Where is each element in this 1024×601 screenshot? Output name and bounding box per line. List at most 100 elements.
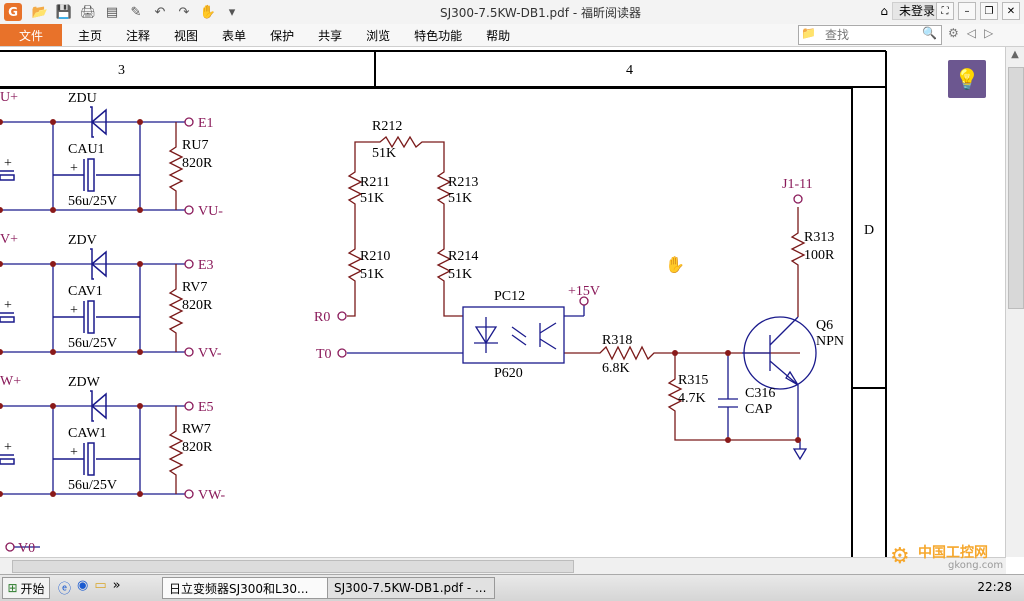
browser-icon[interactable]: ⓔ [58, 582, 72, 597]
login-button[interactable]: 未登录 [891, 2, 942, 20]
watermark: ⚙ 中国工控网 gkong.com [890, 542, 1010, 572]
minimize-button[interactable]: – [958, 2, 976, 20]
nav-back-icon[interactable]: ◁ [966, 26, 976, 40]
res-r210-value: 51K [360, 267, 384, 282]
more-chevron-icon[interactable]: » [112, 578, 121, 593]
res-r211-label: R211 [360, 175, 390, 190]
search-input[interactable] [823, 27, 937, 43]
res-r212-value: 51K [372, 146, 396, 161]
res-ru7-value: 820R [182, 156, 213, 171]
port-e5: E5 [198, 400, 214, 415]
transistor-q6-label: Q6 [816, 318, 833, 333]
cap-left-v-plus: + [4, 298, 12, 313]
res-r212-label: R212 [372, 119, 402, 134]
menu-tabs: 主页 注释 视图 表单 保护 共享 浏览 特色功能 帮助 [78, 24, 534, 46]
res-rw7-value: 820R [182, 440, 213, 455]
menu-comment[interactable]: 注释 [126, 28, 151, 43]
close-button[interactable]: ✕ [1002, 2, 1020, 20]
clock: 22:28 [977, 580, 1012, 594]
search-box: 📁 🔍 [798, 25, 942, 45]
save-icon[interactable]: 💾 [55, 4, 73, 20]
restore-button[interactable]: ❐ [980, 2, 998, 20]
menu-share[interactable]: 共享 [318, 28, 343, 43]
taskbar-item-browser[interactable]: 日立变频器SJ300和L30... [162, 577, 332, 599]
taskbar-item-reader[interactable]: SJ300-7.5KW-DB1.pdf - ... [327, 577, 495, 599]
net-j1-11: J1-11 [782, 177, 813, 192]
port-e3: E3 [198, 258, 214, 273]
cap-cau1-value: 56u/25V [68, 194, 117, 209]
column-label-4: 4 [626, 63, 633, 78]
net-u-plus: U+ [0, 90, 18, 105]
network-icon[interactable]: ◉ [77, 578, 89, 593]
scroll-up-icon[interactable]: ▲ [1011, 49, 1019, 60]
window-controls: ⛶ – ❐ ✕ [936, 2, 1020, 20]
zener-zdv-label: ZDV [68, 233, 97, 248]
fullscreen-icon[interactable]: ⛶ [936, 2, 954, 20]
redo-icon[interactable]: ↷ [178, 4, 190, 20]
vertical-scroll-thumb[interactable] [1008, 67, 1024, 309]
net-w-plus: W+ [0, 374, 21, 389]
user-icon: ⌂ [880, 4, 888, 18]
hand-tool-icon[interactable]: ✋ [199, 4, 217, 20]
folder-icon[interactable]: ▭ [94, 578, 107, 593]
net-v-plus: V+ [0, 232, 18, 247]
res-rv7-label: RV7 [182, 280, 207, 295]
port-vu-minus: VU- [198, 204, 223, 219]
watermark-line2: gkong.com [948, 560, 1004, 571]
properties-icon[interactable]: ▤ [105, 4, 119, 20]
open-folder-icon[interactable]: 📂 [31, 4, 49, 20]
res-rv7-value: 820R [182, 298, 213, 313]
document-canvas[interactable]: 3 4 D [0, 47, 1006, 557]
watermark-gear-icon: ⚙ [890, 544, 910, 569]
app-logo-icon[interactable]: G [4, 3, 22, 21]
tip-lightbulb-icon[interactable]: 💡 [948, 60, 986, 98]
customize-dropdown-icon[interactable]: ▾ [228, 4, 236, 20]
res-rw7-label: RW7 [182, 422, 211, 437]
taskbar: ⊞ 开始 ⓔ ◉ ▭ » 日立变频器SJ300和L30... SJ300-7.5… [0, 574, 1024, 601]
cap-cau1-label: CAU1 [68, 142, 105, 157]
optocoupler-pc12-label: PC12 [494, 289, 525, 304]
cap-c316-label: C316 [745, 386, 775, 401]
menu-file[interactable]: 文件 [0, 24, 62, 46]
undo-icon[interactable]: ↶ [154, 4, 166, 20]
search-icon[interactable]: 🔍 [922, 26, 937, 40]
menu-home[interactable]: 主页 [78, 28, 103, 43]
column-label-3: 3 [118, 63, 125, 78]
task1-label: 日立变频器SJ300和L30... [169, 581, 309, 596]
new-icon[interactable]: ✎ [130, 4, 142, 20]
cap-c316-value: CAP [745, 402, 772, 417]
vertical-scrollbar[interactable]: ▲ [1005, 47, 1024, 557]
horizontal-scrollbar[interactable] [0, 557, 1006, 574]
quick-launch: ⓔ ◉ ▭ » [58, 578, 121, 597]
net-v0: V0 [18, 541, 35, 556]
port-vw-minus: VW- [198, 488, 226, 503]
window-title: SJ300-7.5KW-DB1.pdf - 福昕阅读器 [440, 6, 641, 20]
row-label-d: D [864, 223, 874, 238]
menu-view[interactable]: 视图 [174, 28, 199, 43]
hand-cursor-icon: ✋ [665, 255, 685, 274]
cap-left-u-plus: + [4, 156, 12, 171]
title-bar: G 📂 💾 🖨 ▤ ✎ ↶ ↷ ✋ ▾ SJ300-7.5KW-DB1.pdf … [0, 0, 1024, 25]
res-r313-value: 100R [804, 248, 835, 263]
res-r315-value: 4.7K [678, 391, 706, 406]
menu-protect[interactable]: 保护 [270, 28, 295, 43]
menu-form[interactable]: 表单 [222, 28, 247, 43]
menu-help[interactable]: 帮助 [486, 28, 511, 43]
settings-gear-icon[interactable]: ⚙ [948, 26, 959, 40]
net-t0: T0 [316, 347, 332, 362]
cap-caw1-label: CAW1 [68, 426, 107, 441]
cap-cav1-value: 56u/25V [68, 336, 117, 351]
start-button[interactable]: ⊞ 开始 [2, 577, 50, 599]
res-r210-label: R210 [360, 249, 390, 264]
port-vv-minus: VV- [198, 346, 222, 361]
res-r213-value: 51K [448, 191, 472, 206]
search-scope-icon[interactable]: 📁 [801, 26, 816, 40]
menu-browse[interactable]: 浏览 [366, 28, 391, 43]
print-icon[interactable]: 🖨 [79, 4, 97, 20]
login-area: ⌂ 未登录 [880, 2, 942, 20]
menu-features[interactable]: 特色功能 [414, 28, 463, 43]
horizontal-scroll-thumb[interactable] [12, 560, 574, 573]
cap-caw1-plus: + [70, 445, 78, 460]
toolbar-extras: ⚙ ◁ ▷ [948, 26, 993, 40]
nav-forward-icon[interactable]: ▷ [984, 26, 994, 40]
